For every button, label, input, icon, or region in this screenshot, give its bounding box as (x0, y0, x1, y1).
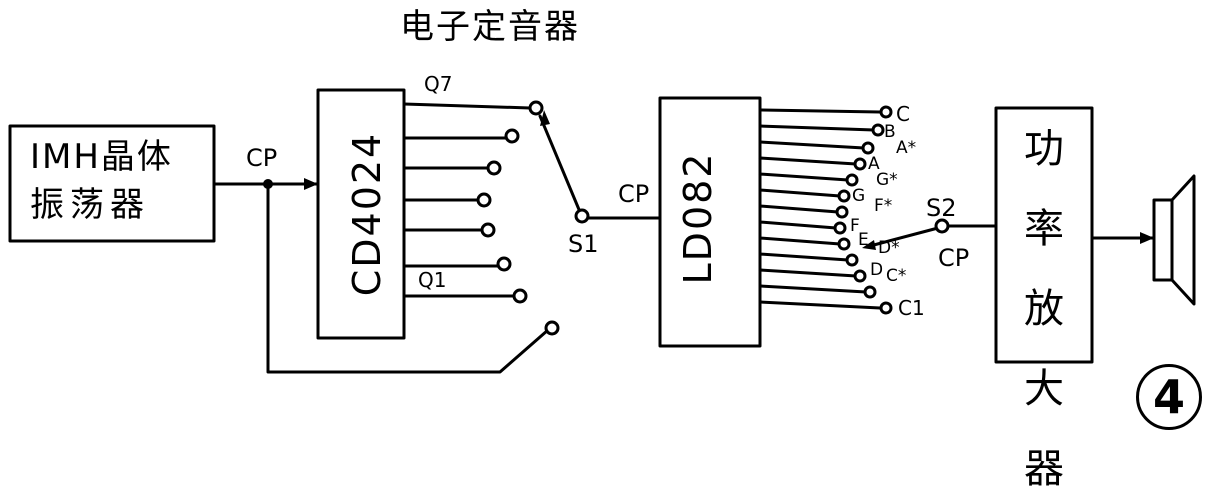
arrow-s1 (540, 110, 550, 126)
note-label: A* (896, 138, 917, 158)
arrow-into-counter (304, 178, 318, 190)
note-label: C (896, 102, 910, 126)
counter-name: CD4024 (345, 131, 389, 297)
note-label: B (884, 122, 896, 142)
note-label: C1 (898, 296, 925, 320)
cp-junction-dot (263, 179, 273, 189)
amplifier-char: 功 (1024, 126, 1064, 172)
cp-label-left: CP (246, 144, 278, 172)
arrow-into-speaker (1140, 232, 1154, 244)
amplifier-char: 率 (1024, 206, 1064, 252)
amplifier-char: 放 (1024, 286, 1064, 332)
decoder-name: LD082 (676, 151, 720, 285)
amplifier-char: 器 (1024, 446, 1064, 492)
note-label: C* (886, 266, 907, 286)
note-label: F (850, 216, 860, 236)
switch-s2-label: S2 (926, 194, 957, 222)
counter-box (316, 88, 406, 340)
amplifier-box (994, 106, 1094, 364)
arrow-s2 (862, 240, 876, 250)
switch-s1-label: S1 (568, 230, 599, 258)
note-label: G* (876, 170, 898, 190)
oscillator-label-line1: IMH晶体 (30, 137, 173, 177)
note-label: A (868, 154, 880, 174)
circuit-diagram (8, 88, 1196, 374)
cp-label-mid: CP (618, 180, 650, 208)
oscillator-label-line2: 振荡器 (30, 185, 150, 225)
note-label: F* (874, 196, 893, 216)
note-label: E (858, 230, 869, 250)
diagram-title: 电子定音器 (400, 7, 580, 47)
note-label: G (852, 186, 866, 206)
amplifier-char: 大 (1024, 366, 1064, 412)
amplifier-label: 功 率 放 大 器 (1004, 116, 1084, 494)
figure-number-badge: 4 (1136, 364, 1202, 430)
note-label: D* (878, 238, 900, 258)
note-label: D (870, 260, 884, 280)
cp-label-right: CP (938, 244, 970, 272)
counter-q1-label: Q1 (418, 268, 447, 292)
counter-q7-label: Q7 (424, 72, 453, 96)
